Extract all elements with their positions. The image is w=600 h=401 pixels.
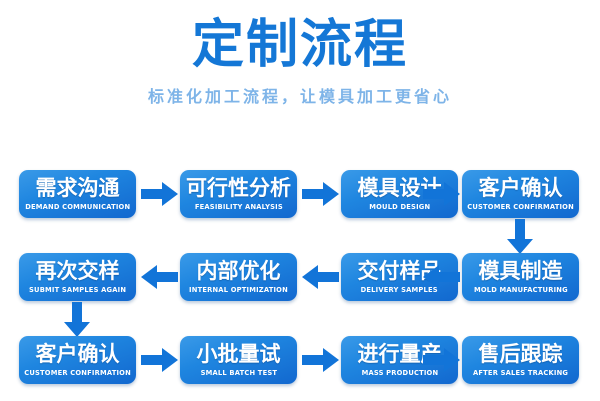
step-label-en: INTERNAL OPTIMIZATION (189, 286, 288, 294)
page-title: 定制流程 (191, 15, 408, 75)
step-label-en: CUSTOMER CONFIRMATION (467, 203, 574, 211)
arrow-right-icon (302, 348, 339, 372)
step-label-cn: 可行性分析 (186, 176, 291, 200)
step-label-en: SUBMIT SAMPLES AGAIN (28, 286, 127, 294)
step-content: 内部优化 INTERNAL OPTIMIZATION (180, 253, 297, 301)
step-label-en: SMALL BATCH TEST (200, 369, 277, 377)
step-label-en: MOLD MANUFACTURING (473, 286, 568, 294)
page-subtitle: 标准化加工流程，让模具加工更省心 (147, 87, 452, 106)
step-content: 模具制造 MOLD MANUFACTURING (462, 253, 579, 301)
step-box-internal-optimization[interactable]: 内部优化 INTERNAL OPTIMIZATION (180, 253, 297, 301)
step-content: 小批量试 SMALL BATCH TEST (180, 336, 297, 384)
step-box-small-batch-test[interactable]: 小批量试 SMALL BATCH TEST (180, 336, 297, 384)
step-label-cn: 模具制造 (478, 259, 563, 283)
step-box-after-sales-tracking[interactable]: 售后跟踪 AFTER SALES TRACKING (462, 336, 579, 384)
step-label-cn: 内部优化 (196, 259, 281, 283)
step-label-en: DELIVERY SAMPLES (360, 286, 439, 294)
arrow-left-icon (141, 265, 178, 289)
arrow-down-icon (64, 302, 90, 337)
arrow-right-icon (423, 182, 460, 206)
step-content: 再次交样 SUBMIT SAMPLES AGAIN (19, 253, 136, 301)
step-box-customer-confirmation-1[interactable]: 客户确认 CUSTOMER CONFIRMATION (462, 170, 579, 218)
arrow-right-icon (141, 182, 178, 206)
step-label-en: DEMAND COMMUNICATION (24, 203, 131, 211)
step-content: 售后跟踪 AFTER SALES TRACKING (462, 336, 579, 384)
step-label-en: MOULD DESIGN (368, 203, 431, 211)
step-label-cn: 客户确认 (35, 342, 120, 366)
step-box-feasibility-analysis[interactable]: 可行性分析 FEASIBILITY ANALYSIS (180, 170, 297, 218)
step-label-cn: 客户确认 (478, 176, 563, 200)
arrow-left-icon (423, 265, 460, 289)
step-box-mould-design[interactable]: 模具设计 MOULD DESIGN (341, 170, 458, 218)
arrow-right-icon (141, 348, 178, 372)
step-label-en: AFTER SALES TRACKING (472, 369, 569, 377)
arrow-left-icon (302, 265, 339, 289)
step-box-mold-manufacturing[interactable]: 模具制造 MOLD MANUFACTURING (462, 253, 579, 301)
step-content: 可行性分析 FEASIBILITY ANALYSIS (180, 170, 297, 218)
step-label-cn: 再次交样 (35, 259, 120, 283)
step-label-en: CUSTOMER CONFIRMATION (24, 369, 131, 377)
step-label-en: MASS PRODUCTION (361, 369, 438, 377)
step-content: 客户确认 CUSTOMER CONFIRMATION (462, 170, 579, 218)
arrow-right-icon (423, 348, 460, 372)
step-content: 需求沟通 DEMAND COMMUNICATION (19, 170, 136, 218)
step-label-cn: 售后跟踪 (478, 342, 563, 366)
arrow-down-icon (507, 219, 533, 254)
step-box-demand-communication[interactable]: 需求沟通 DEMAND COMMUNICATION (19, 170, 136, 218)
step-box-customer-confirmation-2[interactable]: 客户确认 CUSTOMER CONFIRMATION (19, 336, 136, 384)
step-label-cn: 需求沟通 (35, 176, 120, 200)
header: 定制流程 标准化加工流程，让模具加工更省心 (0, 0, 600, 150)
arrow-right-icon (302, 182, 339, 206)
step-box-submit-samples-again[interactable]: 再次交样 SUBMIT SAMPLES AGAIN (19, 253, 136, 301)
step-content: 客户确认 CUSTOMER CONFIRMATION (19, 336, 136, 384)
step-label-cn: 小批量试 (196, 342, 281, 366)
step-label-en: FEASIBILITY ANALYSIS (194, 203, 283, 211)
